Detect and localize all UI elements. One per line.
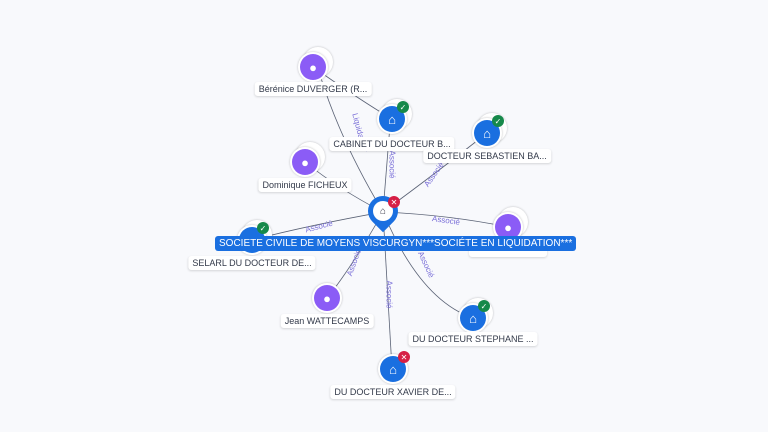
node-label: DOCTEUR SEBASTIEN BA... (423, 149, 551, 163)
check-icon: ✓ (478, 300, 490, 312)
node-label: Bérénice DUVERGER (R... (254, 82, 372, 96)
close-icon: ✕ (388, 196, 400, 208)
check-icon: ✓ (257, 222, 269, 234)
edge-label: Associé (387, 150, 397, 179)
check-icon: ✓ (492, 115, 504, 127)
building-icon: ⌂ (373, 201, 393, 221)
person-icon: ● (300, 54, 326, 80)
node-label: Dominique FICHEUX (258, 178, 352, 192)
person-icon: ● (292, 149, 318, 175)
node-label: DU DOCTEUR XAVIER DE... (330, 385, 456, 399)
node-label: CABINET DU DOCTEUR B... (329, 137, 455, 151)
center-label[interactable]: SOCIETE CIVILE DE MOYENS VISCURGYN***SOC… (215, 236, 577, 251)
node-label: DU DOCTEUR STEPHANE ... (408, 332, 538, 346)
node-label: Jean WATTECAMPS (280, 314, 374, 328)
edge-label: Associé (384, 280, 394, 309)
person-icon: ● (495, 214, 521, 240)
person-icon: ● (314, 285, 340, 311)
close-icon: ✕ (398, 351, 410, 363)
check-icon: ✓ (397, 101, 409, 113)
node-label: SELARL DU DOCTEUR DE... (188, 256, 316, 270)
